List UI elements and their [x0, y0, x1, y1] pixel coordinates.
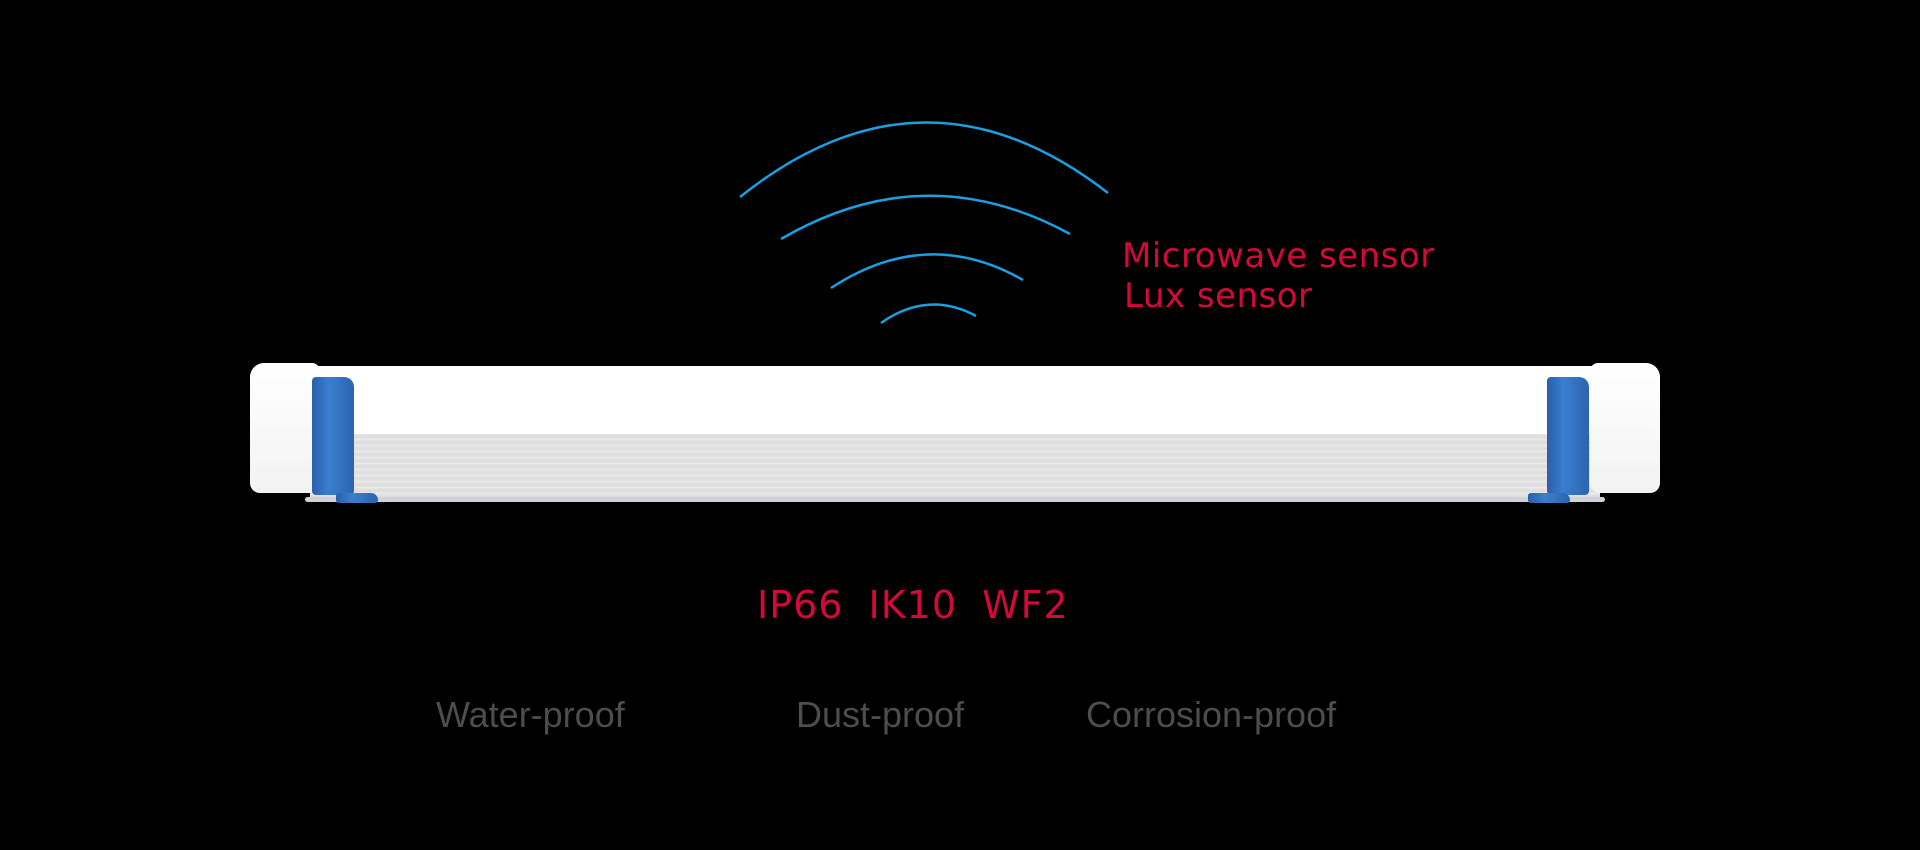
- feature-dust-proof: Dust-proof: [796, 694, 965, 735]
- protection-ratings: IP66 IK10 WF2: [757, 583, 1069, 627]
- right-endcap: [1590, 363, 1660, 493]
- lux-sensor-label: Lux sensor: [1124, 276, 1313, 316]
- feature-corrosion-proof: Corrosion-proof: [1086, 694, 1337, 735]
- signal-arc-3: [830, 253, 1024, 290]
- signal-arc-1: [739, 121, 1109, 198]
- signal-arc-2: [780, 194, 1071, 241]
- right-clip: [1547, 377, 1589, 495]
- microwave-sensor-label: Microwave sensor: [1122, 236, 1435, 276]
- left-endcap: [250, 363, 320, 493]
- fixture-diffuser: [310, 366, 1600, 434]
- left-clip: [312, 377, 354, 495]
- feature-water-proof: Water-proof: [436, 694, 625, 735]
- fixture-housing: [310, 434, 1600, 498]
- led-fixture-image: [250, 360, 1660, 515]
- signal-arc-4: [880, 303, 977, 325]
